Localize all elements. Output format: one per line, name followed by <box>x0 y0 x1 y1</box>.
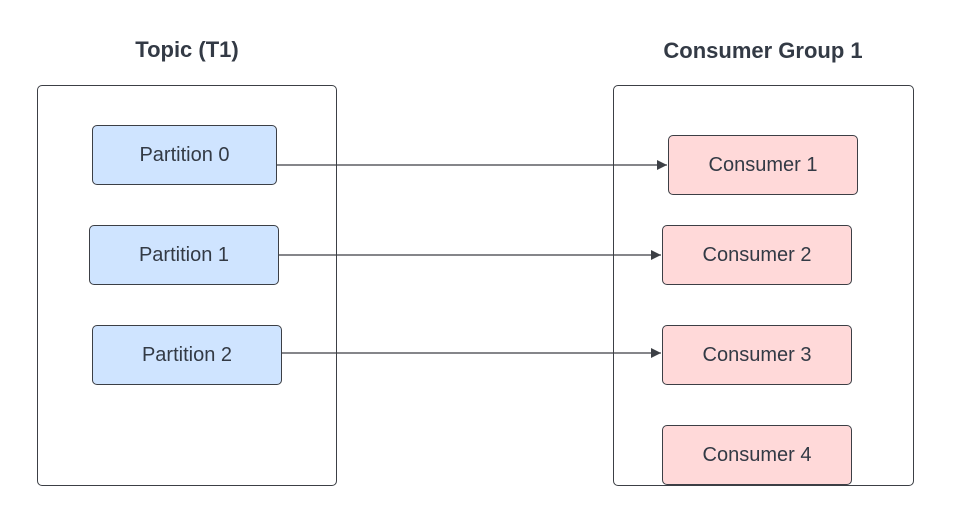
consumer-2-node: Consumer 2 <box>662 225 852 285</box>
partition-2-node: Partition 2 <box>92 325 282 385</box>
consumer-3-node: Consumer 3 <box>662 325 852 385</box>
topic-title: Topic (T1) <box>135 37 239 62</box>
consumer-group-title: Consumer Group 1 <box>663 38 863 63</box>
consumer-4-node: Consumer 4 <box>662 425 852 485</box>
consumer-1-node: Consumer 1 <box>668 135 858 195</box>
partition-0-node: Partition 0 <box>92 125 277 185</box>
partition-1-node: Partition 1 <box>89 225 279 285</box>
